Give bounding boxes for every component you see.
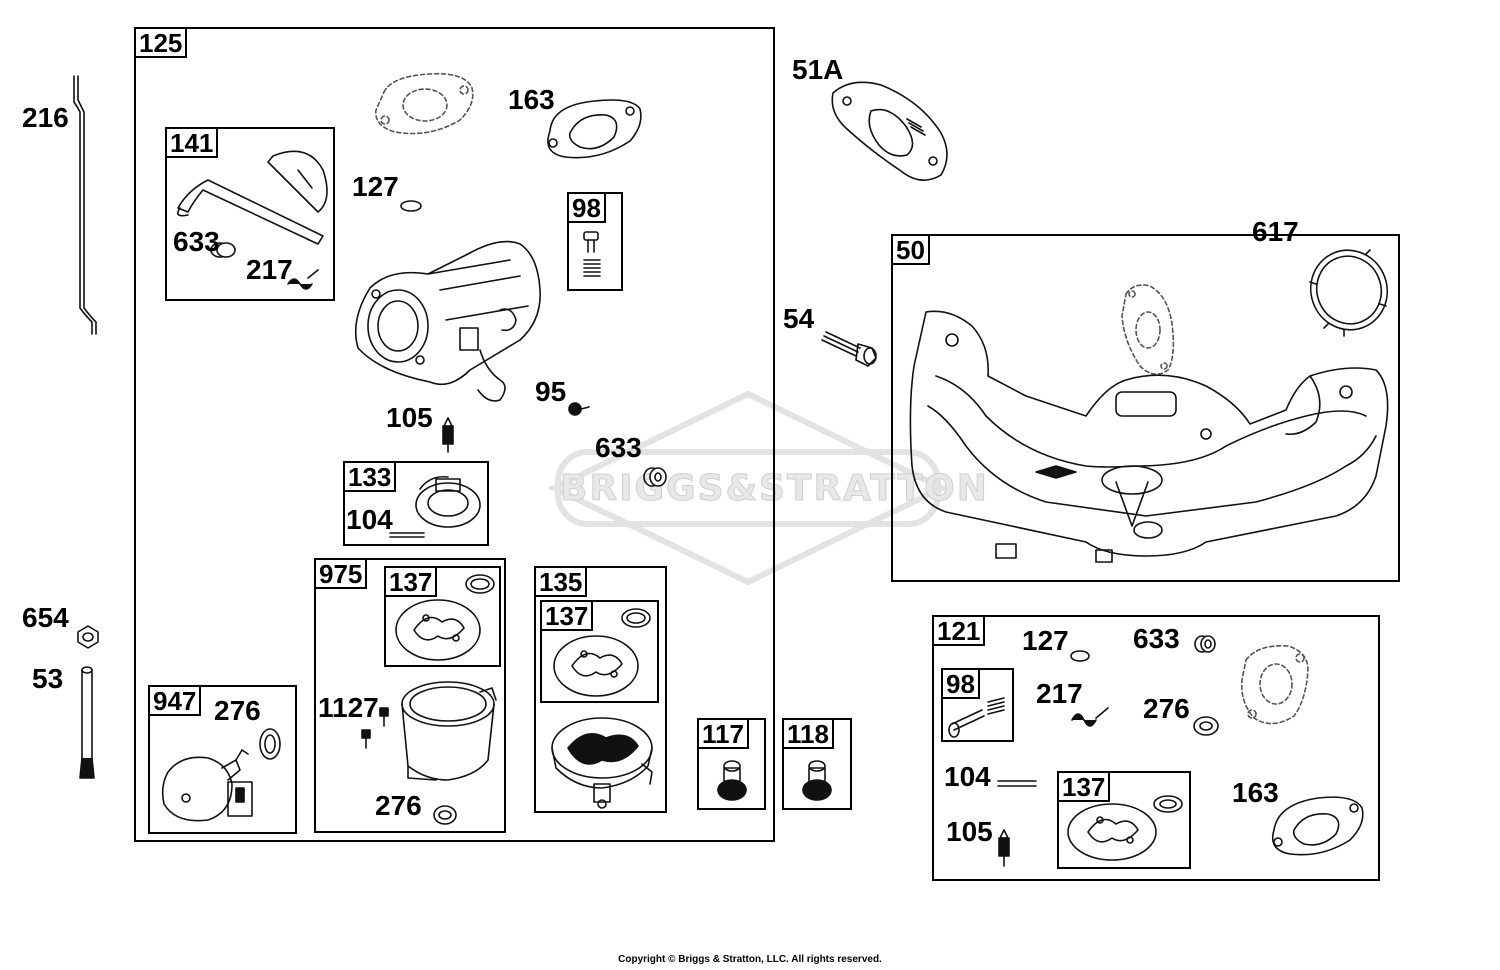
part-tag-133[interactable]: 133 [343,461,397,492]
ring-617-drawing [1309,249,1389,337]
jet-117-drawing [717,760,747,801]
gasket-163-kit-drawing [1271,796,1364,856]
kit-box-133 [343,461,489,546]
gasket-163-drawing [547,99,642,159]
part-label-105-needle-kit[interactable]: 105 [946,816,993,847]
kit-box-137-in-135 [540,600,659,703]
intake-manifold-50-drawing [909,310,1389,563]
part-tag-137-in-975[interactable]: 137 [384,566,438,597]
kit-box-975 [314,558,506,833]
carburetor-drawing [354,240,541,402]
nut-654-drawing [77,625,99,649]
part-label-54-bolt[interactable]: 54 [783,303,815,334]
bushing-633-drawing [643,467,667,487]
gasket-kit-137-drawing-c [1067,795,1183,861]
gasket-dashed-manifold-drawing [1121,284,1175,375]
kit-box-125 [134,27,775,842]
needle-105-drawing [442,417,454,453]
part-label-51a-gasket[interactable]: 51A [792,54,844,85]
part-label-217-spring-kit[interactable]: 217 [1036,678,1083,709]
part-label-633-bushing[interactable]: 633 [595,432,642,463]
seal-276-drawing-a [433,805,457,825]
part-tag-947[interactable]: 947 [148,685,202,716]
part-label-217-spring[interactable]: 217 [246,254,293,285]
part-label-163-gasket-kit[interactable]: 163 [1232,777,1279,808]
gasket-51a-drawing [831,81,948,181]
part-tag-121[interactable]: 121 [932,615,986,646]
screw-spring-kit-drawing [948,697,1005,738]
needle-kit-drawing [998,829,1010,867]
part-tag-975[interactable]: 975 [314,558,368,589]
kit-box-121 [932,615,1380,881]
part-tag-118[interactable]: 118 [782,718,834,749]
float-133-drawing [389,475,481,538]
o-ring-drawing [400,200,422,212]
seal-276-drawing-b [1193,716,1219,736]
governor-link-216-drawing [73,75,97,335]
kit-box-137-in-975 [384,566,501,667]
watermark-logo-shape [548,390,948,586]
part-tag-137-in-135[interactable]: 137 [540,600,594,631]
part-label-127-o-ring[interactable]: 127 [352,171,399,202]
part-label-127-o-ring-kit[interactable]: 127 [1022,625,1069,656]
screws-1127-drawing [361,707,389,749]
part-tag-141[interactable]: 141 [165,127,219,158]
part-tag-98-in-121[interactable]: 98 [941,668,980,699]
part-tag-137-in-121[interactable]: 137 [1057,771,1111,802]
part-label-53-stud[interactable]: 53 [32,663,64,694]
bolt-54-drawing [821,331,877,367]
part-label-104-pin-kit[interactable]: 104 [944,761,991,792]
solenoid-947-drawing [161,728,281,822]
part-tag-135[interactable]: 135 [534,566,588,597]
float-bowl-drawing [401,681,497,781]
part-label-633-shaft-bushing[interactable]: 633 [173,226,220,257]
part-label-633-bushing-kit[interactable]: 633 [1133,623,1180,654]
diaphragm-pump-drawing [551,717,653,809]
copyright-notice: Copyright © Briggs & Stratton, LLC. All … [618,954,882,965]
kit-box-137-in-121 [1057,771,1191,869]
part-label-1127-screw[interactable]: 1127 [318,692,379,723]
part-label-95-screw[interactable]: 95 [535,376,567,407]
screw-spring-drawing [583,231,601,277]
jet-118-drawing [802,760,832,801]
stud-53-drawing [79,666,95,779]
kit-box-141 [165,127,335,301]
spring-kit-drawing [1071,707,1109,727]
part-tag-98[interactable]: 98 [567,192,606,223]
part-label-216-link[interactable]: 216 [22,102,69,133]
kit-box-50 [891,234,1400,582]
kit-box-135 [534,566,667,813]
throttle-shaft-drawing [177,150,328,290]
bushing-kit-drawing [1194,635,1216,653]
part-label-276-washer[interactable]: 276 [214,695,261,726]
part-label-104-pin[interactable]: 104 [346,504,393,535]
part-tag-50[interactable]: 50 [891,234,930,265]
part-tag-117[interactable]: 117 [697,718,749,749]
screw-95-drawing [568,402,590,416]
gasket-dashed-drawing [375,72,474,135]
part-label-105-needle[interactable]: 105 [386,402,433,433]
pin-kit-drawing [997,780,1037,787]
part-label-617-ring[interactable]: 617 [1252,216,1299,247]
gasket-dashed-kit-drawing [1240,644,1309,725]
part-label-276-washer-kit[interactable]: 276 [1143,693,1190,724]
part-tag-125[interactable]: 125 [134,27,188,58]
o-ring-kit-drawing [1070,650,1090,662]
gasket-kit-137-drawing-b [553,608,651,697]
gasket-kit-137-drawing-a [395,574,495,661]
part-label-276-seal[interactable]: 276 [375,790,422,821]
part-label-163-gasket[interactable]: 163 [508,84,555,115]
kit-box-947 [148,685,297,834]
part-label-654-nut[interactable]: 654 [22,602,69,633]
